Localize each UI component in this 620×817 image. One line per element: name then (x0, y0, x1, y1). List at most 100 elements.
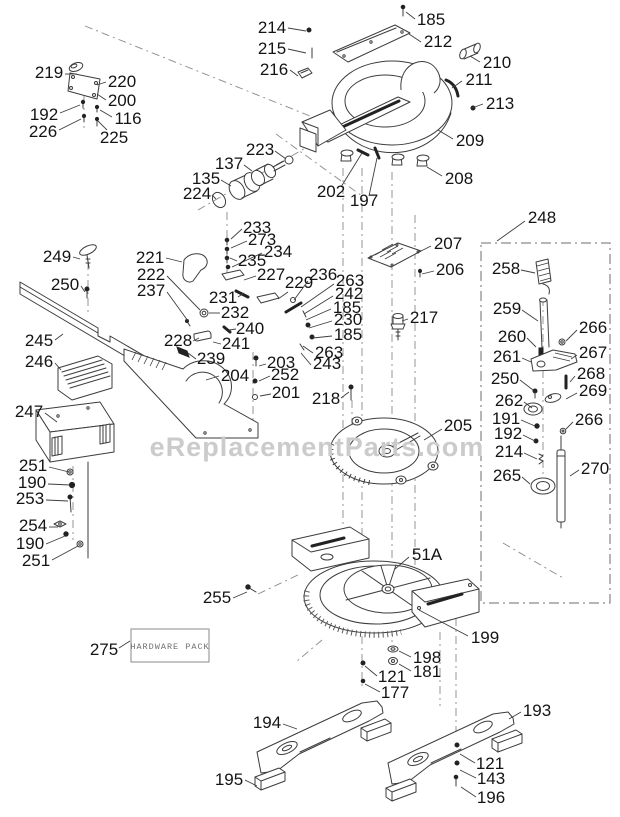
grip-258 (535, 258, 552, 295)
leader-line-261 (521, 357, 532, 363)
leader-line-143 (459, 769, 477, 779)
part-label-206: 206 (436, 260, 464, 279)
leader-line-248 (496, 220, 526, 242)
leader-line-196 (460, 786, 477, 798)
part-label-252: 252 (271, 365, 299, 384)
part-label-241: 241 (222, 334, 250, 353)
leader-line-211 (451, 80, 463, 89)
leader-line-259 (521, 309, 539, 322)
leader-line-185 (312, 335, 333, 339)
leader-line-228 (192, 337, 200, 342)
leader-line-210 (469, 55, 481, 63)
part-label-231: 231 (209, 288, 237, 307)
rod-270 (556, 435, 566, 529)
part-label-254: 254 (19, 516, 47, 535)
leader-line-260 (526, 337, 537, 348)
key-clip-216 (297, 67, 313, 79)
lever-221 (182, 253, 208, 283)
kit-boundary (480, 242, 611, 604)
part-label-198: 198 (413, 648, 441, 667)
screw-143 (454, 760, 460, 766)
leader-line-255 (232, 591, 248, 599)
leader-line-266 (565, 329, 578, 342)
lock-rod-kit-248 (480, 242, 611, 604)
part-label-232: 232 (221, 303, 249, 322)
washer-198 (387, 645, 399, 653)
leader-line-207 (416, 245, 432, 254)
screw-218 (348, 384, 354, 401)
leader-line-205 (423, 428, 443, 441)
part-label-177: 177 (381, 683, 409, 702)
screw-stack-233 (224, 237, 231, 270)
leader-line-231 (237, 292, 245, 298)
leader-line-213 (471, 103, 484, 109)
leader-line-204 (205, 375, 220, 381)
part-label-239: 239 (197, 349, 225, 368)
screw-214-top (306, 27, 312, 33)
part-label-243: 243 (313, 354, 341, 373)
screw-177 (360, 678, 366, 684)
part-label-143: 143 (477, 769, 505, 788)
part-label-263: 263 (336, 271, 364, 290)
part-label-217: 217 (410, 308, 438, 327)
part-label-204: 204 (221, 366, 249, 385)
part-label-219: 219 (35, 63, 63, 82)
washer-236 (290, 297, 296, 303)
hardware-pack-box: HARDWARE PACK (130, 628, 210, 663)
leader-line-116 (99, 109, 113, 118)
leader-line-177 (364, 683, 381, 693)
part-label-225: 225 (100, 128, 128, 147)
part-label-273: 273 (248, 230, 276, 249)
leader-line-209 (437, 129, 454, 140)
part-label-202: 202 (317, 182, 345, 201)
leader-line-191 (520, 419, 536, 427)
part-label-205: 205 (444, 416, 472, 435)
part-label-199: 199 (471, 628, 499, 647)
leg-193 (385, 711, 523, 802)
leader-line-194 (282, 723, 298, 730)
part-label-209: 209 (456, 131, 484, 150)
part-label-228: 228 (164, 331, 192, 350)
leader-line-239 (187, 352, 197, 360)
part-label-210: 210 (483, 53, 511, 72)
leader-line-236 (293, 280, 309, 301)
leader-line-275 (118, 640, 131, 649)
leader-line-253 (45, 499, 69, 502)
leader-line-190 (45, 535, 66, 545)
part-label-195: 195 (215, 770, 243, 789)
part-label-262: 262 (495, 391, 523, 410)
part-label-212: 212 (424, 32, 452, 51)
part-label-196: 196 (477, 788, 505, 807)
plate-227 (221, 269, 245, 281)
leader-line-265 (521, 476, 531, 485)
bracket-assembly (67, 62, 101, 127)
part-label-220: 220 (108, 72, 136, 91)
part-label-260: 260 (498, 327, 526, 346)
turntable-assembly (297, 4, 481, 167)
leader-line-237 (166, 291, 189, 322)
vent-plate-group (367, 242, 422, 341)
part-label-218: 218 (312, 389, 340, 408)
leader-line-241 (212, 341, 222, 345)
feet-208 (340, 149, 430, 167)
cover-plate-212 (332, 24, 411, 63)
part-label-267: 267 (579, 343, 607, 362)
part-label-261: 261 (493, 347, 521, 366)
clamp-219 (68, 62, 84, 72)
part-label-221: 221 (136, 248, 164, 267)
fastener-column (53, 468, 84, 548)
leader-line-215 (287, 48, 307, 54)
strip-202 (356, 148, 370, 157)
leader-line-192 (522, 434, 536, 442)
part-label-253: 253 (16, 489, 44, 508)
leader-line-222 (166, 275, 201, 311)
part-label-275: 275 (90, 640, 118, 659)
part-label-269: 269 (579, 381, 607, 400)
leader-line-181 (398, 663, 412, 672)
plate-229 (256, 292, 280, 304)
washer-262 (523, 402, 543, 416)
screw-185-mid (305, 322, 311, 328)
screw-252 (252, 378, 258, 384)
part-label-215: 215 (258, 39, 286, 58)
